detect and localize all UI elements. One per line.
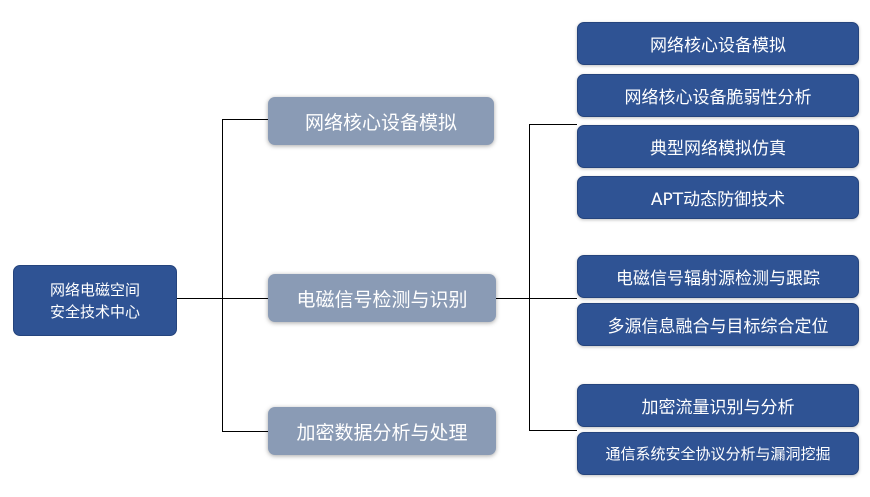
connector-to-leaf-group-1 xyxy=(529,124,577,125)
connector-to-branch-1 xyxy=(222,119,268,120)
root-node-line-2: 安全技术中心 xyxy=(49,302,140,321)
leaf-node-3-1: 加密流量识别与分析 xyxy=(577,384,859,427)
connector-trunk-vertical xyxy=(222,119,223,432)
connector-root-out xyxy=(176,298,222,299)
branch-node-1: 网络核心设备模拟 xyxy=(268,97,494,145)
connector-to-leaf-group-3 xyxy=(529,430,577,431)
leaf-node-3-2: 通信系统安全协议分析与漏洞挖掘 xyxy=(577,432,859,475)
connector-to-leaf-group-2 xyxy=(529,298,577,299)
leaf-node-1-3: 典型网络模拟仿真 xyxy=(577,125,859,168)
connector-leaf-vertical xyxy=(529,124,530,430)
branch-node-2: 电磁信号检测与识别 xyxy=(268,274,496,322)
leaf-node-2-1: 电磁信号辐射源检测与跟踪 xyxy=(577,255,859,298)
root-node-line-1: 网络电磁空间 xyxy=(49,280,140,299)
branch-node-3: 加密数据分析与处理 xyxy=(268,407,496,455)
leaf-node-1-1: 网络核心设备模拟 xyxy=(577,22,859,65)
connector-to-branch-3 xyxy=(222,431,268,432)
root-node: 网络电磁空间 安全技术中心 xyxy=(13,265,177,336)
leaf-node-1-2: 网络核心设备脆弱性分析 xyxy=(577,74,859,117)
leaf-node-1-4: APT动态防御技术 xyxy=(577,176,859,219)
connector-to-branch-2 xyxy=(222,298,268,299)
connector-branch-out xyxy=(495,298,530,299)
leaf-node-2-2: 多源信息融合与目标综合定位 xyxy=(577,303,859,346)
